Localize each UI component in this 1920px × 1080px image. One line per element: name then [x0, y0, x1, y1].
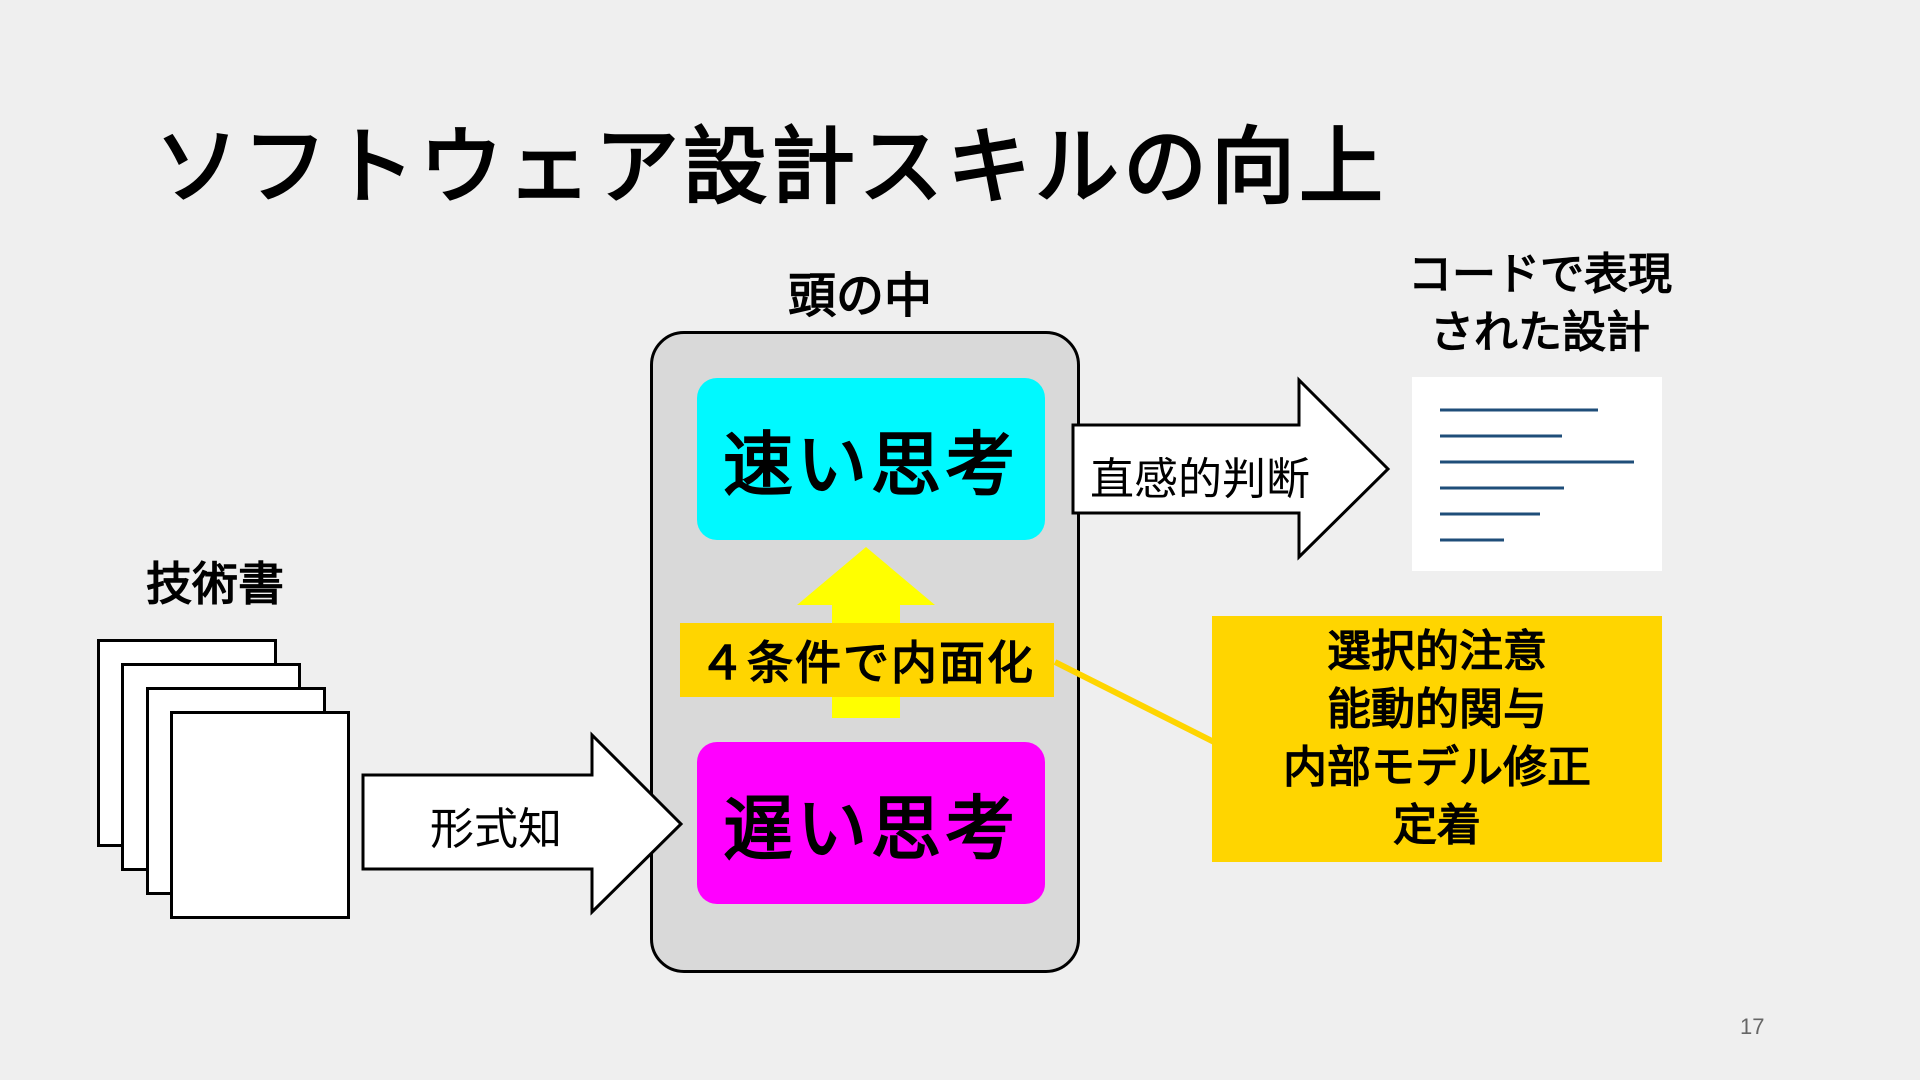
connector-line	[1053, 659, 1216, 745]
head-label: 頭の中	[787, 268, 932, 324]
code-label-line1: コードで表現	[1408, 249, 1672, 300]
code-label: コードで表現 された設計	[1340, 246, 1740, 362]
code-lines-icon	[1440, 408, 1634, 542]
slide-title: ソフトウェア設計スキルの向上	[155, 118, 1388, 216]
condition-item: 選択的注意	[1327, 626, 1547, 677]
condition-item: 能動的関与	[1327, 684, 1547, 735]
condition-item: 定着	[1393, 800, 1481, 851]
book-page-4	[170, 711, 350, 919]
books-label: 技術書	[146, 557, 284, 611]
formal-knowledge-label: 形式知	[430, 804, 562, 855]
slow-thinking-box: 遅い思考	[697, 742, 1045, 904]
slide-number: 17	[1740, 1014, 1765, 1039]
formal-knowledge-arrow	[361, 731, 684, 916]
intuitive-judgment-arrow	[1071, 376, 1391, 561]
code-document	[1412, 377, 1662, 571]
internalize-condition-box: ４条件で内面化	[680, 623, 1054, 697]
condition-item: 内部モデル修正	[1283, 742, 1591, 793]
intuitive-judgment-label: 直感的判断	[1090, 454, 1310, 505]
code-label-line2: された設計	[1430, 307, 1650, 358]
fast-thinking-box: 速い思考	[697, 378, 1045, 540]
conditions-note: 選択的注意 能動的関与 内部モデル修正 定着	[1212, 616, 1662, 862]
